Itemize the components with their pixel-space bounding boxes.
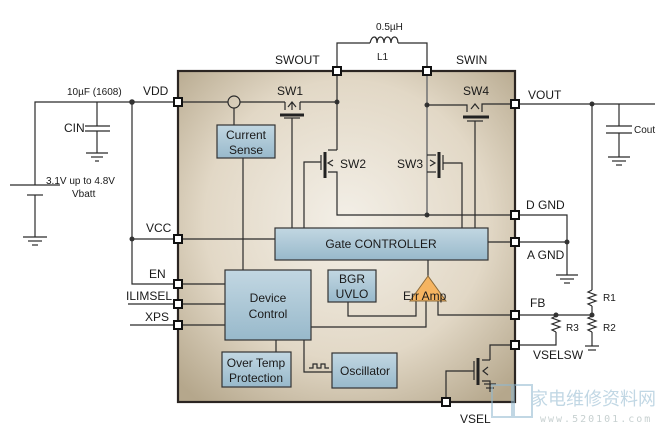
output-network [515,101,655,351]
pin-label-swin: SWIN [456,53,487,67]
svg-text:www.520101.com: www.520101.com [540,414,652,425]
svg-text:UVLO: UVLO [336,287,369,301]
svg-text:Sense: Sense [229,143,263,157]
error-amplifier: Err Amp [403,275,447,303]
svg-text:Oscillator: Oscillator [340,364,390,378]
inductor-value: 0.5µH [376,22,403,33]
svg-text:Device: Device [250,291,287,305]
pin-xps [173,320,183,330]
svg-text:Over Temp: Over Temp [227,356,286,370]
pin-vselsw [510,340,520,350]
pin-label-vcc: VCC [146,221,172,235]
pin-label-vsel: VSEL [460,412,491,426]
pin-label-vselsw: VSELSW [533,348,584,362]
pin-swin [422,66,432,76]
cin-value: 10µF (1608) [67,87,122,98]
pin-label-dgnd: D GND [526,198,565,212]
r3-label: R3 [566,323,579,334]
bgr-uvlo-block: BGR UVLO [327,269,377,303]
pin-dgnd [510,210,520,220]
device-control-block: Device Control [224,269,312,341]
cout-ref: Cout [634,125,655,136]
pin-en [173,279,183,289]
pin-label-en: EN [149,267,166,281]
pin-ilimsel [173,299,183,309]
r2-label: R2 [603,323,616,334]
gate-controller-block: Gate CONTROLLER [274,227,489,261]
battery-label: Vbatt [72,189,96,200]
svg-text:BGR: BGR [339,272,365,286]
inductor-l1 [336,36,428,71]
svg-text:Control: Control [249,307,288,321]
pin-label-xps: XPS [145,310,169,324]
pin-label-ilimsel: ILIMSEL [126,289,172,303]
svg-text:Err Amp: Err Amp [403,289,447,303]
pin-label-agnd: A GND [527,248,565,262]
pin-vsel [441,397,451,407]
pin-vout [510,99,520,109]
battery-range: 3.1V up to 4.8V [46,176,115,187]
sw3-label: SW3 [397,157,423,171]
over-temp-block: Over Temp Protection [221,351,292,388]
inductor-ref: L1 [377,52,389,63]
svg-text:Protection: Protection [229,371,283,385]
oscillator-block: Oscillator [331,352,398,389]
pin-label-vdd: VDD [143,84,169,98]
pin-agnd [510,237,520,247]
pin-label-fb: FB [530,296,545,310]
r1-label: R1 [603,293,616,304]
sw2-label: SW2 [340,157,366,171]
pin-label-vout: VOUT [528,88,562,102]
pin-label-swout: SWOUT [275,53,320,67]
sw4-label: SW4 [463,84,489,98]
internal-wiring [178,71,515,402]
watermark: 家电维修资料网 www.520101.com [491,384,656,425]
pin-vdd [173,97,183,107]
sw1-label: SW1 [277,84,303,98]
pin-fb [510,310,520,320]
pin-vcc [173,234,183,244]
pin-swout [332,66,342,76]
svg-text:Gate CONTROLLER: Gate CONTROLLER [325,237,437,251]
svg-text:Current: Current [226,128,267,142]
cin-ref: CIN [64,121,85,135]
current-sense-block: Current Sense [216,124,276,159]
input-network [10,99,178,326]
svg-text:家电维修资料网: 家电维修资料网 [530,389,656,410]
